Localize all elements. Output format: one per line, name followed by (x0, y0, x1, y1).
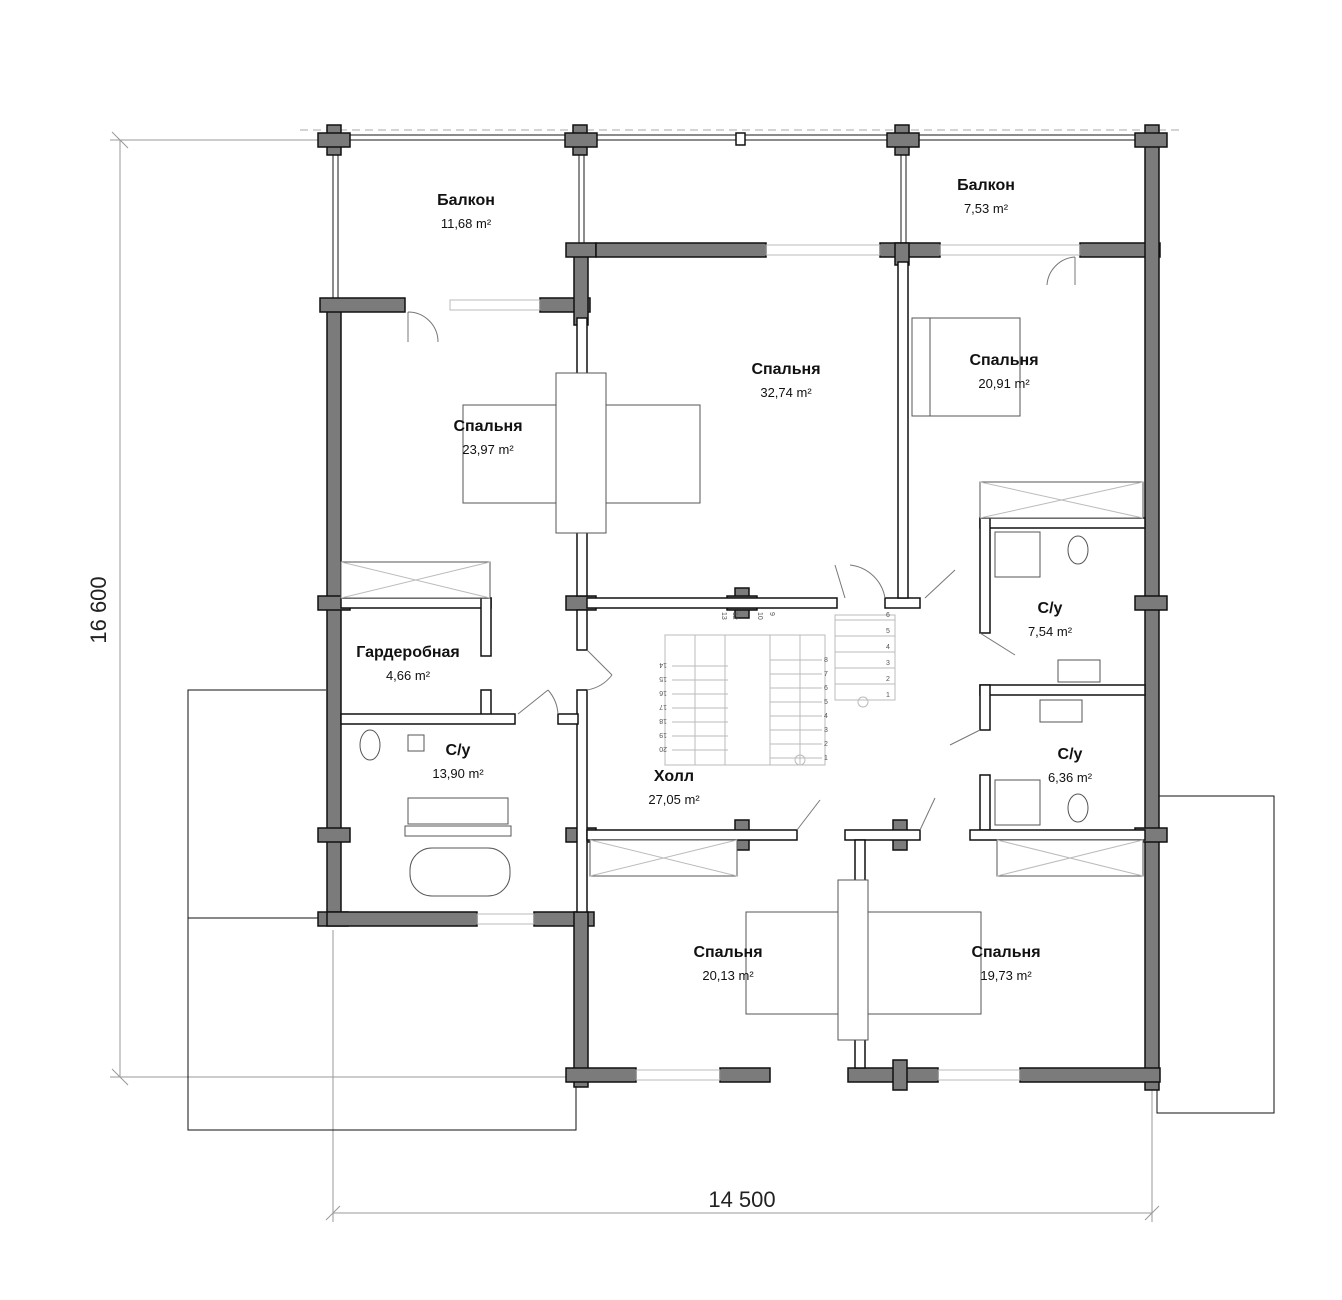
room-label: Балкон 11,68 m² (437, 192, 495, 231)
room-name: Гардеробная (356, 644, 460, 661)
stair-step-number: 4 (824, 713, 828, 720)
wardrobes (340, 481, 1144, 877)
stair-step-number: 18 (659, 717, 667, 724)
room-area: 7,53 m² (964, 201, 1009, 216)
stair-step-number: 19 (659, 731, 667, 738)
stair-step-number: 12 (731, 612, 738, 620)
room-area: 7,54 m² (1028, 624, 1073, 639)
terrace-right (1156, 795, 1275, 1114)
room-name: Спальня (971, 944, 1040, 961)
partitions (340, 261, 1146, 1069)
stair-step-number: 9 (768, 612, 775, 616)
stair-step-number: 5 (824, 699, 828, 706)
room-label: Спальня 23,97 m² (453, 418, 522, 457)
room-area: 20,91 m² (978, 376, 1030, 391)
stair-step-number: 2 (824, 741, 828, 748)
room-label: Спальня 20,13 m² (693, 944, 762, 983)
stair-step-number: 10 (756, 612, 763, 620)
stair-step-number: 1 (886, 692, 890, 699)
stair-step-number: 14 (659, 661, 667, 668)
beds (462, 317, 1021, 1041)
room-area: 27,05 m² (648, 792, 700, 807)
terrace-left (187, 689, 577, 1131)
room-area: 23,97 m² (462, 442, 514, 457)
room-label: Балкон 7,53 m² (957, 177, 1015, 216)
doors (407, 256, 1076, 830)
stair-step-number: 6 (824, 685, 828, 692)
room-label: Спальня 20,91 m² (969, 352, 1038, 391)
room-area: 11,68 m² (441, 216, 492, 231)
room-name: Балкон (437, 192, 495, 209)
room-name: Спальня (969, 352, 1038, 369)
windows (449, 244, 1081, 1081)
room-label: С/у 7,54 m² (1028, 600, 1073, 639)
stair-step-number: 3 (824, 727, 828, 734)
walls (317, 124, 1168, 1091)
room-area: 4,66 m² (386, 668, 431, 683)
stair-step-number: 15 (659, 675, 667, 682)
dimension-width: 14 500 (325, 930, 1160, 1222)
width-dimension-label: 14 500 (708, 1187, 775, 1212)
stair-step-number: 7 (824, 671, 828, 678)
stair-step-number: 16 (659, 689, 667, 696)
room-label: Спальня 19,73 m² (971, 944, 1040, 983)
stair-step-number: 17 (659, 703, 667, 710)
stair-step-number: 6 (886, 612, 890, 619)
stair-step-number: 3 (886, 660, 890, 667)
height-dimension-label: 16 600 (86, 576, 111, 643)
room-name: Спальня (693, 944, 762, 961)
room-label: Холл 27,05 m² (648, 768, 700, 807)
bath-fixtures (359, 531, 1101, 897)
stair-step-number: 2 (886, 676, 890, 683)
stair-step-number: 20 (659, 745, 667, 752)
room-name: Спальня (453, 418, 522, 435)
room-area: 19,73 m² (980, 968, 1032, 983)
stair-step-number: 5 (886, 628, 890, 635)
room-label: Гардеробная 4,66 m² (356, 644, 460, 683)
room-label: С/у 6,36 m² (1048, 746, 1093, 785)
room-name: Балкон (957, 177, 1015, 194)
room-name: Холл (654, 768, 694, 785)
stair-step-number: 1 (824, 755, 828, 762)
room-area: 32,74 m² (760, 385, 812, 400)
room-label: С/у 13,90 m² (432, 742, 484, 781)
room-name: С/у (1038, 600, 1063, 617)
room-labels: Балкон 11,68 m² Балкон 7,53 m² Спальня 32,74 … (356, 177, 1092, 983)
room-name: Спальня (751, 361, 820, 378)
room-name: С/у (1058, 746, 1083, 763)
room-area: 6,36 m² (1048, 770, 1093, 785)
room-name: С/у (446, 742, 471, 759)
stair-step-number: 13 (720, 612, 727, 620)
room-area: 20,13 m² (702, 968, 754, 983)
stair-step-number: 8 (824, 657, 828, 664)
dimension-height: 16 600 (86, 131, 570, 1086)
stair-step-number: 4 (886, 644, 890, 651)
room-label: Спальня 32,74 m² (751, 361, 820, 400)
room-area: 13,90 m² (432, 766, 484, 781)
